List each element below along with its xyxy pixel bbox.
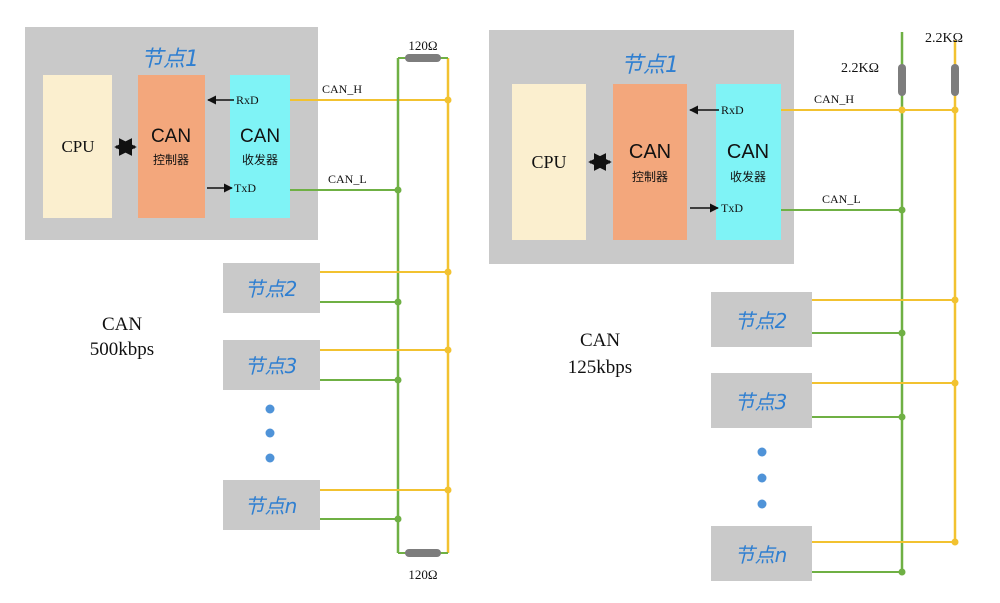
right-ellipsis-dot [757, 447, 767, 457]
left-bottom-resistor-label: 120Ω [408, 567, 437, 582]
junction-dot [394, 298, 402, 306]
left-speed-value: 500kbps [90, 339, 154, 360]
right-can-transceiver-sublabel: 收发器 [730, 169, 766, 184]
right-diagram: 节点1 CPU CAN 控制器 CAN 收发器 RxD TxD CAN_H CA… [489, 30, 963, 581]
junction-dot [951, 538, 959, 546]
left-can-controller-sublabel: 控制器 [153, 153, 189, 167]
left-cpu-block [43, 75, 112, 218]
left-can-transceiver-sublabel: 收发器 [242, 152, 278, 167]
right-canh-label: CAN_H [814, 92, 854, 106]
junction-dot [394, 186, 402, 194]
left-junctions [394, 96, 452, 523]
junction-dot [898, 106, 906, 114]
left-ellipsis-dot [265, 404, 275, 414]
right-cpu-label: CPU [531, 152, 566, 172]
left-cpu-label: CPU [61, 137, 94, 156]
right-rxd-label: RxD [721, 103, 744, 117]
left-can-transceiver-block [230, 75, 290, 218]
right-ellipsis-dot [757, 473, 767, 483]
junction-dot [444, 346, 452, 354]
junction-dot [951, 296, 959, 304]
junction-dot [951, 379, 959, 387]
left-top-resistor [405, 54, 441, 62]
right-pullup-label-2: 2.2KΩ [925, 31, 963, 46]
right-pullup-resistor-2 [951, 64, 959, 96]
junction-dot [898, 413, 906, 421]
right-node3-label: 节点3 [735, 390, 788, 414]
junction-dot [898, 206, 906, 214]
left-can-transceiver-label: CAN [240, 126, 280, 147]
right-pullup-resistor-1 [898, 64, 906, 96]
junction-dot [394, 515, 402, 523]
right-junctions [898, 106, 959, 576]
right-pullup-label-1: 2.2KΩ [841, 61, 879, 76]
right-cpu-block [512, 84, 586, 240]
left-node3-box [223, 340, 320, 390]
right-ellipsis-dot [757, 499, 767, 509]
left-node2-label: 节点2 [245, 277, 298, 301]
junction-dot [394, 376, 402, 384]
left-node1-title: 节点1 [141, 47, 199, 72]
junction-dot [951, 106, 959, 114]
left-top-resistor-label: 120Ω [408, 38, 437, 53]
left-node2-box [223, 263, 320, 313]
junction-dot [444, 486, 452, 494]
right-canl-label: CAN_L [822, 192, 861, 206]
left-can-controller-label: CAN [151, 126, 191, 147]
right-can-controller-label: CAN [629, 141, 671, 163]
left-node3-label: 节点3 [245, 354, 298, 378]
left-canl-label: CAN_L [328, 172, 367, 186]
junction-dot [444, 268, 452, 276]
junction-dot [444, 96, 452, 104]
left-txd-label: TxD [234, 181, 256, 195]
right-node3-box [711, 373, 812, 428]
right-node2-box [711, 292, 812, 347]
left-canh-label: CAN_H [322, 82, 362, 96]
right-noden-box [711, 526, 812, 581]
right-can-transceiver-label: CAN [727, 141, 769, 163]
left-noden-label: 节点n [245, 494, 298, 518]
left-ellipsis-dot [265, 428, 275, 438]
right-can-controller-block [613, 84, 687, 240]
left-bottom-resistor [405, 549, 441, 557]
junction-dot [898, 329, 906, 337]
left-ellipsis-dot [265, 453, 275, 463]
left-diagram: 节点1 CPU CAN 控制器 CAN 收发器 RxD TxD CAN_H CA… [25, 27, 452, 582]
right-txd-label: TxD [721, 201, 743, 215]
right-node2-label: 节点2 [735, 309, 788, 333]
left-speed-name: CAN [102, 314, 142, 335]
right-noden-label: 节点n [735, 543, 788, 567]
left-noden-box [223, 480, 320, 530]
right-node1-title: 节点1 [621, 53, 679, 78]
right-can-transceiver-block [716, 84, 781, 240]
right-speed-value: 125kbps [568, 357, 632, 378]
left-can-controller-block [138, 75, 205, 218]
junction-dot [898, 568, 906, 576]
right-can-controller-sublabel: 控制器 [632, 170, 668, 184]
right-speed-name: CAN [580, 330, 620, 351]
left-rxd-label: RxD [236, 93, 259, 107]
